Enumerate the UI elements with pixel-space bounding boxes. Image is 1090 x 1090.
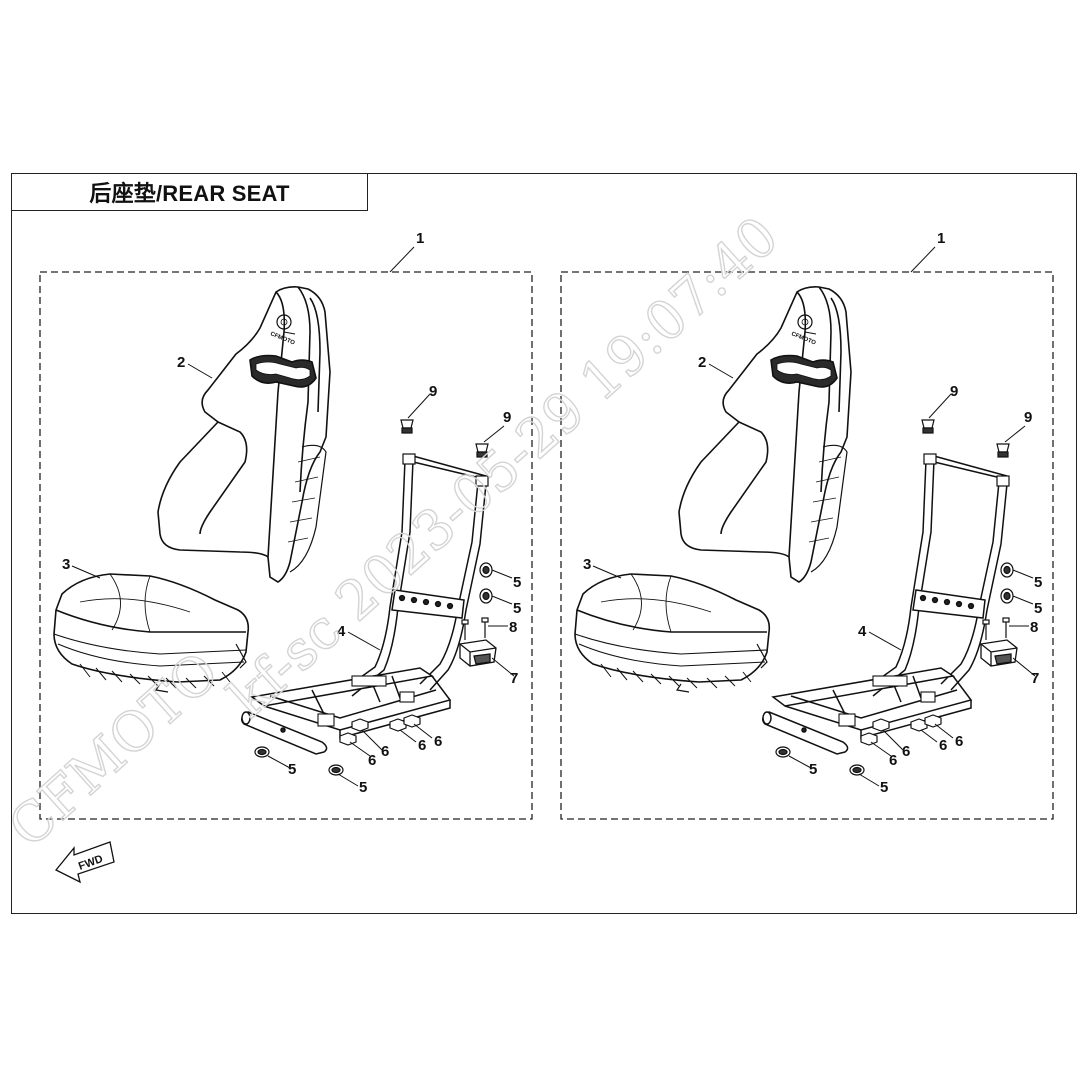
callout-7: 7 <box>510 670 518 687</box>
callout-9: 9 <box>950 383 958 400</box>
callout-6: 6 <box>889 752 897 769</box>
callout-5: 5 <box>1034 600 1042 617</box>
fwd-arrow: FWD <box>54 841 115 884</box>
right-callouts: 1 2 3 4 9 9 5 5 8 7 5 5 6 6 6 6 <box>583 230 1042 796</box>
callout-6: 6 <box>955 733 963 750</box>
callout-7: 7 <box>1031 670 1039 687</box>
callout-8: 8 <box>1030 619 1038 636</box>
callout-5: 5 <box>288 761 296 778</box>
callout-5: 5 <box>359 779 367 796</box>
callout-5: 5 <box>880 779 888 796</box>
callout-5: 5 <box>513 574 521 591</box>
diagram-title: 后座垫/REAR SEAT <box>89 181 290 206</box>
callout-6: 6 <box>418 737 426 754</box>
callout-9: 9 <box>503 409 511 426</box>
left-callouts: 1 2 3 4 9 9 5 5 8 7 5 5 6 6 6 6 <box>62 230 521 796</box>
callout-6: 6 <box>902 743 910 760</box>
callout-3: 3 <box>583 556 591 573</box>
callout-4: 4 <box>337 623 346 640</box>
callout-5: 5 <box>1034 574 1042 591</box>
title-box: 后座垫/REAR SEAT <box>11 173 368 211</box>
drawing-frame <box>11 173 1077 914</box>
callout-5: 5 <box>513 600 521 617</box>
callout-2: 2 <box>177 354 185 371</box>
callout-1: 1 <box>937 230 945 247</box>
callout-6: 6 <box>368 752 376 769</box>
callout-8: 8 <box>509 619 517 636</box>
callout-9: 9 <box>1024 409 1032 426</box>
callout-5: 5 <box>809 761 817 778</box>
callout-6: 6 <box>381 743 389 760</box>
callout-6: 6 <box>939 737 947 754</box>
callout-6: 6 <box>434 733 442 750</box>
callout-4: 4 <box>858 623 867 640</box>
watermark: CFMOTO kf-sc 2023-05-29 19:07:40 <box>0 204 791 861</box>
callout-9: 9 <box>429 383 437 400</box>
callout-3: 3 <box>62 556 70 573</box>
callout-2: 2 <box>698 354 706 371</box>
callout-1: 1 <box>416 230 424 247</box>
